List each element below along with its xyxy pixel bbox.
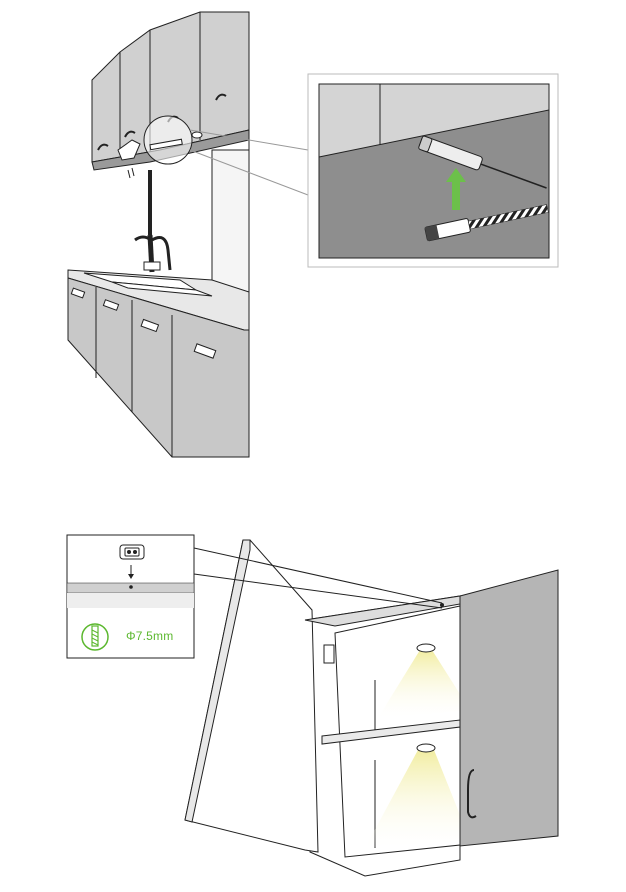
cabinet-door-left [184,539,319,853]
upper-cabinets [91,11,250,171]
hole-detail-panel [66,534,195,659]
magnifier-circle [143,115,193,165]
cabinet-door-right [459,569,559,847]
mounting-tube [418,135,547,189]
led-connector [424,204,549,242]
lower-cabinets [67,277,250,458]
down-arrow-icon [128,565,134,579]
led-spot-icon [119,544,145,560]
light-beam-upper [378,643,470,718]
hand-icon [117,139,141,161]
insert-up-arrow-icon [446,168,466,210]
light-beam-lower [365,743,470,848]
kitchen-illustration [67,11,309,458]
zoom-detail-panel [307,73,559,268]
faucet [134,170,172,273]
hole-diameter-label: Φ7.5mm [126,629,174,643]
cabinet-illustration [184,539,559,877]
door-handle [467,769,477,819]
drill-bit-icon [81,623,109,651]
